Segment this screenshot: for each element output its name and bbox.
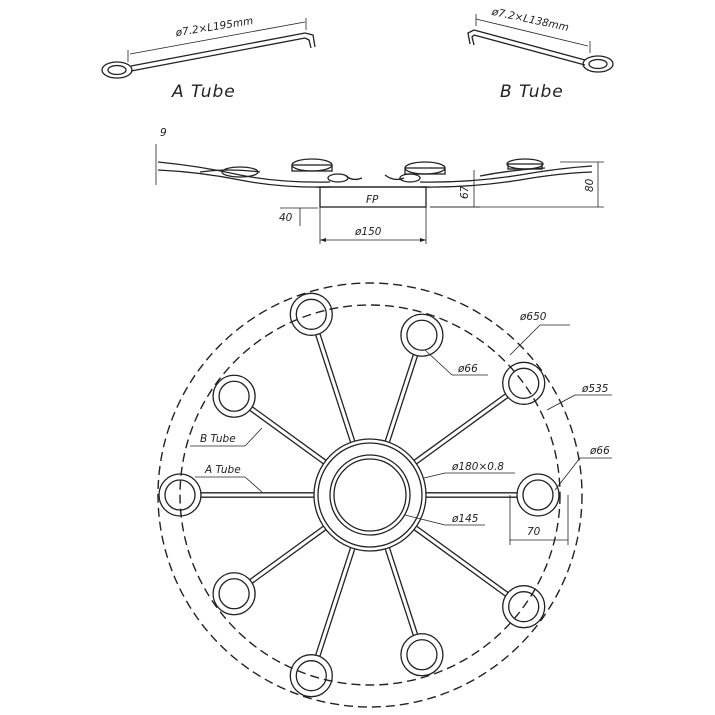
- lamp-cup-inner: [406, 639, 438, 671]
- outer-diameter-circle: [157, 282, 583, 708]
- dim-67: 67: [459, 185, 471, 199]
- arm-tube: [384, 548, 414, 636]
- arm-tube: [251, 406, 327, 461]
- dim-40: 40: [279, 212, 293, 224]
- arm-tube: [413, 529, 506, 597]
- arm-tube: [384, 354, 414, 442]
- arm-tube: [319, 548, 356, 657]
- tube-a-dimension: ø7.2×L195mm: [174, 15, 254, 39]
- lamp-cup: [289, 292, 333, 336]
- lamp-cup: [400, 313, 444, 357]
- arm-diameter-circle: [179, 304, 561, 686]
- lamp-cup: [212, 572, 256, 616]
- lamp-cup: [502, 585, 546, 629]
- arm-tube: [249, 525, 324, 581]
- dim-base-diameter: ø150: [354, 226, 382, 238]
- lamp-cup-inner: [508, 367, 540, 399]
- offset-label: 70: [527, 526, 541, 538]
- arm-tube: [315, 547, 352, 656]
- arms-group: [201, 333, 517, 657]
- svg-text:FP: FP: [366, 194, 379, 206]
- lamp-cup: [212, 374, 256, 418]
- b-tube-callout: B Tube: [200, 433, 236, 445]
- arm-tube: [249, 409, 324, 465]
- arm-tube: [319, 333, 356, 442]
- arm-tube: [388, 547, 419, 635]
- a-tube-callout: A Tube: [204, 464, 241, 476]
- tube-b-label: B Tube: [500, 82, 564, 102]
- arm-tube: [416, 396, 509, 465]
- lamp-cup-inner: [508, 591, 540, 623]
- lamp-cup: [158, 473, 202, 517]
- lamp-cup-inner: [522, 479, 554, 511]
- tube-a-label: A Tube: [171, 82, 236, 102]
- lamp-cup-inner: [295, 660, 327, 692]
- cup-diameter-right-label: ø66: [589, 445, 610, 457]
- arm-tube: [413, 393, 506, 461]
- arm-tube: [315, 334, 352, 443]
- lamp-cup-inner: [406, 319, 438, 351]
- cups-group: [158, 292, 560, 698]
- lamp-cup-inner: [295, 298, 327, 330]
- lamp-cup: [400, 633, 444, 677]
- center-ring-outer: [313, 438, 427, 552]
- center-inner-label: ø145: [451, 513, 479, 525]
- lamp-cup-inner: [164, 479, 196, 511]
- cup-diameter-top-label: ø66: [457, 363, 478, 375]
- arm-tube: [388, 355, 419, 443]
- a-tube-drawing: ø7.2×L195mm A Tube: [101, 15, 316, 102]
- dim-9: 9: [160, 127, 167, 139]
- lamp-cup: [516, 473, 560, 517]
- outer-diameter-label: ø650: [519, 311, 547, 323]
- arm-tube: [416, 525, 509, 594]
- arm-tube: [251, 529, 327, 584]
- side-elevation: FP 9 40 67 80: [155, 127, 604, 244]
- tube-b-dimension: ø7.2×L138mm: [490, 6, 570, 34]
- center-ring-inner: [329, 454, 411, 536]
- lamp-cup-inner: [218, 380, 250, 412]
- lamp-cup: [289, 654, 333, 698]
- lamp-cup-inner: [218, 578, 250, 610]
- plan-view: ø650 ø66 ø535 ø66 ø180×0.8 ø145 70 B Tub…: [157, 282, 612, 708]
- lamp-cup: [502, 361, 546, 405]
- arm-diameter-label: ø535: [581, 383, 609, 395]
- b-tube-drawing: ø7.2×L138mm B Tube: [467, 6, 614, 102]
- center-ring-label: ø180×0.8: [451, 461, 504, 473]
- dim-80: 80: [584, 178, 596, 192]
